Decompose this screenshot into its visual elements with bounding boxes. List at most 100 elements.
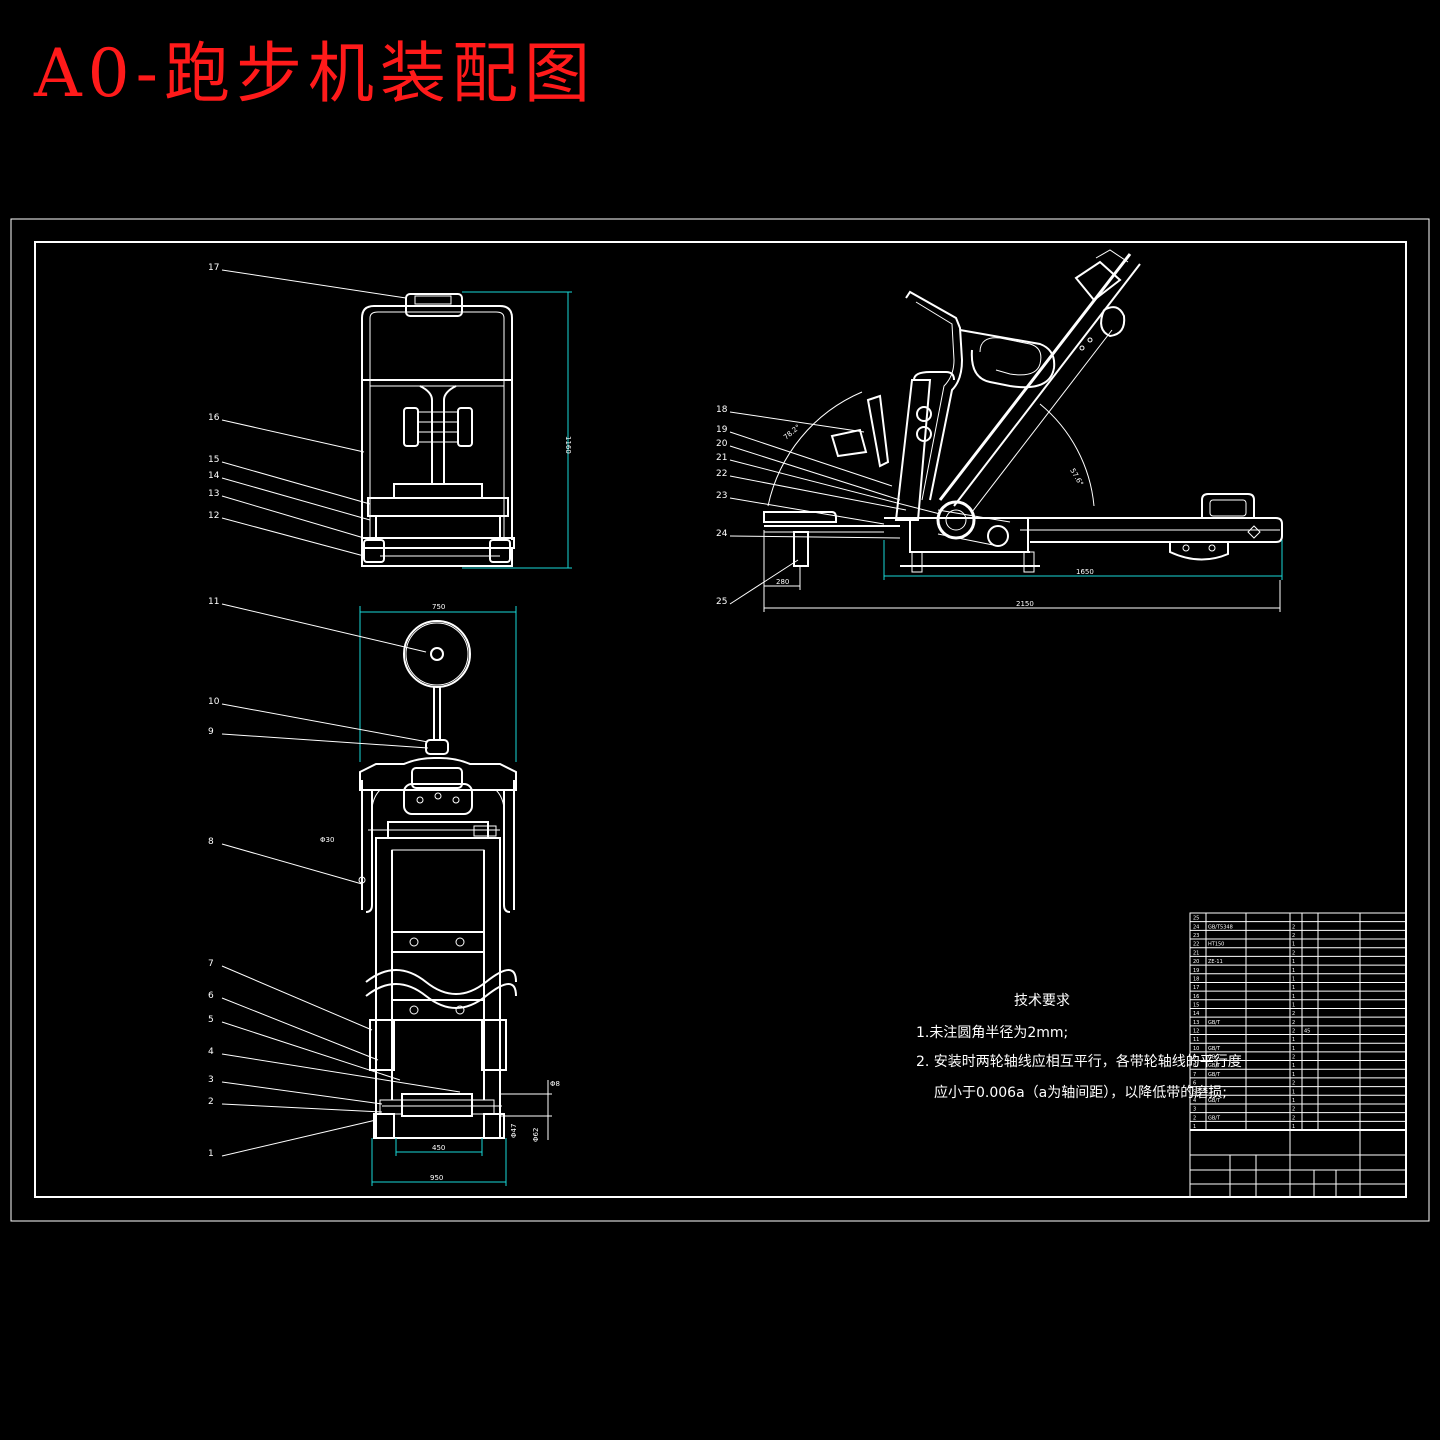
table-cell: 1	[1292, 1046, 1295, 1052]
outer-border	[10, 218, 1430, 1222]
table-cell: 13	[1193, 1020, 1199, 1026]
table-cell: 21	[1193, 950, 1199, 956]
balloon-21: 21	[716, 453, 727, 463]
table-cell: 2	[1292, 1107, 1295, 1113]
table-cell: 1	[1193, 1124, 1196, 1130]
drawing-title: A0-跑步机装配图	[34, 35, 596, 112]
table-cell: 2	[1292, 933, 1295, 939]
balloon-6: 6	[208, 991, 214, 1001]
notes-line-3: 应小于0.006a（a为轴间距），以降低带的磨损;	[934, 1084, 1227, 1101]
balloon-15: 15	[208, 455, 219, 465]
balloon-8: 8	[208, 837, 214, 847]
table-cell: 9	[1193, 1055, 1196, 1061]
table-cell: 25	[1193, 916, 1199, 922]
table-cell: GB/T5348	[1208, 924, 1233, 930]
balloon-14: 14	[208, 471, 220, 481]
table-cell: 5	[1193, 1089, 1196, 1095]
table-cell: 17	[1193, 985, 1199, 991]
inner-border	[34, 241, 1407, 1198]
table-cell: GB/T	[1208, 1046, 1221, 1052]
table-cell: 24	[1193, 924, 1199, 930]
technical-notes: 技术要求 1.未注圆角半径为2mm; 2. 安装时两轮轴线应相互平行，各带轮轴线…	[916, 993, 1242, 1101]
notes-line-1: 1.未注圆角半径为2mm;	[916, 1025, 1068, 1041]
table-cell: 1	[1292, 994, 1295, 1000]
balloon-10: 10	[208, 697, 220, 707]
table-cell: 23	[1193, 933, 1199, 939]
balloon-3: 3	[208, 1075, 214, 1085]
table-cell: 1	[1292, 968, 1295, 974]
angle-1: 78.2°	[782, 423, 802, 441]
table-cell: 1	[1292, 1002, 1295, 1008]
table-cell: GB/T	[1208, 1115, 1221, 1121]
balloon-12: 12	[208, 511, 219, 521]
table-cell: 3	[1193, 1107, 1196, 1113]
table-cell: GB/T	[1208, 1020, 1221, 1026]
table-cell: 8	[1193, 1063, 1196, 1069]
balloon-24: 24	[716, 529, 728, 539]
notes-heading: 技术要求	[1014, 993, 1070, 1009]
table-cell: 2	[1292, 1081, 1295, 1087]
balloon-25: 25	[716, 597, 727, 607]
table-cell: 1	[1292, 1124, 1295, 1130]
shaft-diameter: Φ30	[320, 836, 334, 844]
table-cell: GB/T	[1208, 1055, 1221, 1061]
top-view: 750 Φ30	[208, 597, 560, 1186]
table-cell: 15	[1193, 1002, 1199, 1008]
balloon-4: 4	[208, 1047, 214, 1057]
balloon-19: 19	[716, 425, 728, 435]
balloon-20: 20	[716, 439, 728, 449]
balloon-16: 16	[208, 413, 220, 423]
table-cell: 16	[1193, 994, 1199, 1000]
table-cell: 11	[1193, 1037, 1199, 1043]
side-view: 78.2° 57.6°	[716, 249, 1283, 612]
balloon-9: 9	[208, 727, 214, 737]
table-cell: 2	[1193, 1115, 1196, 1121]
table-cell: GB/T	[1208, 1063, 1221, 1069]
table-cell: HT150	[1208, 942, 1224, 948]
balloon-22: 22	[716, 469, 727, 479]
table-cell: 2	[1292, 1020, 1295, 1026]
table-cell: 1	[1292, 1037, 1295, 1043]
balloon-2: 2	[208, 1097, 214, 1107]
table-cell: 1	[1292, 959, 1295, 965]
offset-dimension: 280	[776, 578, 789, 586]
width-dimension: 750	[432, 603, 445, 611]
total-length-dimension: 2150	[1016, 600, 1034, 608]
table-cell: 2	[1292, 1055, 1295, 1061]
length-dimension: 1650	[1076, 568, 1094, 576]
balloon-17: 17	[208, 263, 219, 273]
total-width-dimension: 950	[430, 1174, 443, 1182]
table-cell: 1	[1292, 1098, 1295, 1104]
table-cell: 20	[1193, 959, 1199, 965]
table-cell: 1	[1292, 942, 1295, 948]
notes-line-2: 2. 安装时两轮轴线应相互平行，各带轮轴线的平行度	[916, 1053, 1242, 1070]
table-cell: GB/T	[1208, 1072, 1221, 1078]
front-view: 1160 17 16 15 14 13 12	[208, 263, 572, 569]
table-cell: 18	[1193, 976, 1199, 982]
table-cell: 1	[1292, 976, 1295, 982]
roller-diameter-2: Φ62	[532, 1128, 540, 1142]
table-cell: 45	[1304, 1029, 1310, 1035]
belt-width-dimension: 450	[432, 1144, 445, 1152]
table-cell: 19	[1193, 968, 1199, 974]
table-cell: 10	[1193, 1046, 1199, 1052]
balloon-1: 1	[208, 1149, 214, 1159]
pin-diameter: Φ8	[550, 1080, 560, 1088]
table-cell: 2	[1292, 1011, 1295, 1017]
table-cell: 2	[1292, 1115, 1295, 1121]
table-cell: 1	[1292, 1063, 1295, 1069]
table-cell: 14	[1193, 1011, 1199, 1017]
roller-diameter-1: Φ47	[510, 1124, 518, 1138]
table-cell: 1	[1292, 985, 1295, 991]
table-cell: 22	[1193, 942, 1199, 948]
table-cell: GB/T	[1208, 1098, 1221, 1104]
balloon-18: 18	[716, 405, 728, 415]
table-cell: 6	[1193, 1081, 1196, 1087]
table-cell: 2	[1292, 950, 1295, 956]
balloon-5: 5	[208, 1015, 214, 1025]
table-cell: 1	[1292, 1089, 1295, 1095]
balloon-7: 7	[208, 959, 214, 969]
table-cell: 1	[1292, 1072, 1295, 1078]
